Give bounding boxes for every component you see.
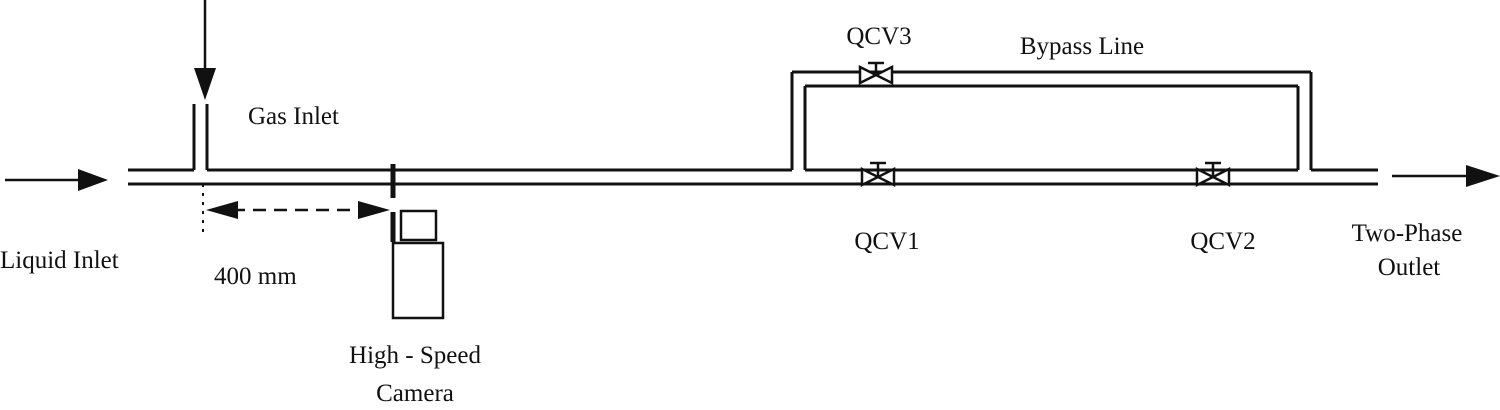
main-pipe	[128, 168, 1378, 186]
outlet-arrow-icon	[1392, 165, 1500, 187]
qcv3-label: QCV3	[846, 23, 911, 50]
camera-label-line1: High - Speed	[349, 342, 481, 369]
outlet-label-line2: Outlet	[1378, 254, 1441, 281]
qcv1-valve-icon	[860, 161, 896, 188]
liquid-inlet-arrow-icon	[5, 169, 108, 191]
bypass-line-label: Bypass Line	[1020, 33, 1144, 60]
gas-inlet-arrow-icon	[194, 0, 216, 100]
qcv1-label: QCV1	[854, 228, 919, 255]
gas-inlet-label: Gas Inlet	[248, 103, 339, 130]
qcv2-label: QCV2	[1190, 228, 1255, 255]
distance-dimension-arrow-icon	[206, 201, 390, 219]
qcv2-valve-icon	[1195, 161, 1231, 188]
outlet-label-line1: Two-Phase	[1352, 220, 1463, 247]
liquid-inlet-label: Liquid Inlet	[0, 247, 119, 274]
gas-inlet-pipe	[192, 104, 209, 170]
camera-icon	[390, 209, 445, 320]
distance-label: 400 mm	[214, 263, 297, 290]
qcv3-valve-icon	[858, 61, 894, 86]
camera-label-line2: Camera	[376, 380, 454, 407]
bypass-pipe	[790, 70, 1313, 170]
